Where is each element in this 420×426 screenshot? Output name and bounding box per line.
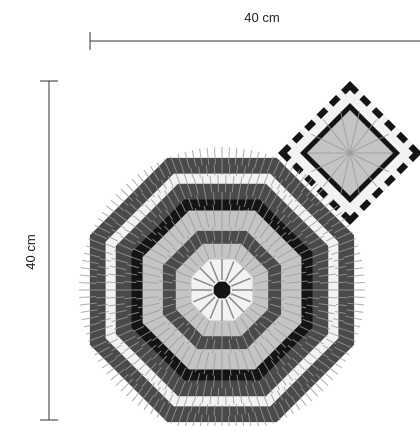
corner-square-tile-grout bbox=[307, 110, 393, 196]
width-dimension: 40 cm bbox=[89, 10, 420, 50]
octagon-mosaic bbox=[79, 147, 365, 426]
height-dimension-label: 40 cm bbox=[23, 234, 38, 269]
octagon-outer-tile-grout bbox=[79, 147, 365, 426]
octagon-black-tile-grout bbox=[124, 192, 320, 388]
octagon-inner-dark-tile-grout bbox=[158, 226, 286, 354]
width-dimension-label: 40 cm bbox=[244, 10, 279, 25]
octagon-dark-tile-grout bbox=[107, 175, 337, 405]
height-dimension: 40 cm bbox=[23, 80, 58, 421]
octagon-inner-light-tile-grout bbox=[172, 240, 272, 340]
octagon-center-rosette bbox=[191, 259, 253, 321]
octagon-white-tile-grout bbox=[96, 164, 348, 416]
octagon-ring bbox=[213, 281, 231, 299]
corner-square-mosaic bbox=[278, 81, 420, 225]
octagon-light-tile-grout bbox=[136, 204, 308, 376]
